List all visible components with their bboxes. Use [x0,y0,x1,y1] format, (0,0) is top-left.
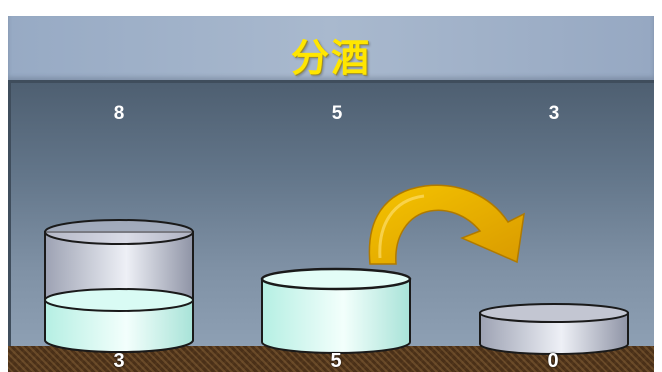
jug-2-liquid [261,278,411,354]
title-bar: 分酒 [8,16,654,80]
jug-1-capacity: 8 [113,103,125,124]
game-title: 分酒 [290,35,371,80]
jug-2[interactable] [260,267,412,354]
jug-2-amount: 5 [330,350,342,372]
jug-3-amount: 0 [547,350,559,372]
jug-3-capacity: 3 [548,103,560,124]
jug-1-liquid [45,300,193,352]
jug-1-amount: 3 [113,350,125,372]
jug-1-liquid-surface [44,288,194,312]
jug-2-capacity: 5 [331,103,343,124]
jug-1[interactable] [44,219,194,353]
curved-arrow-icon [368,184,525,265]
jug-3[interactable] [479,303,629,355]
